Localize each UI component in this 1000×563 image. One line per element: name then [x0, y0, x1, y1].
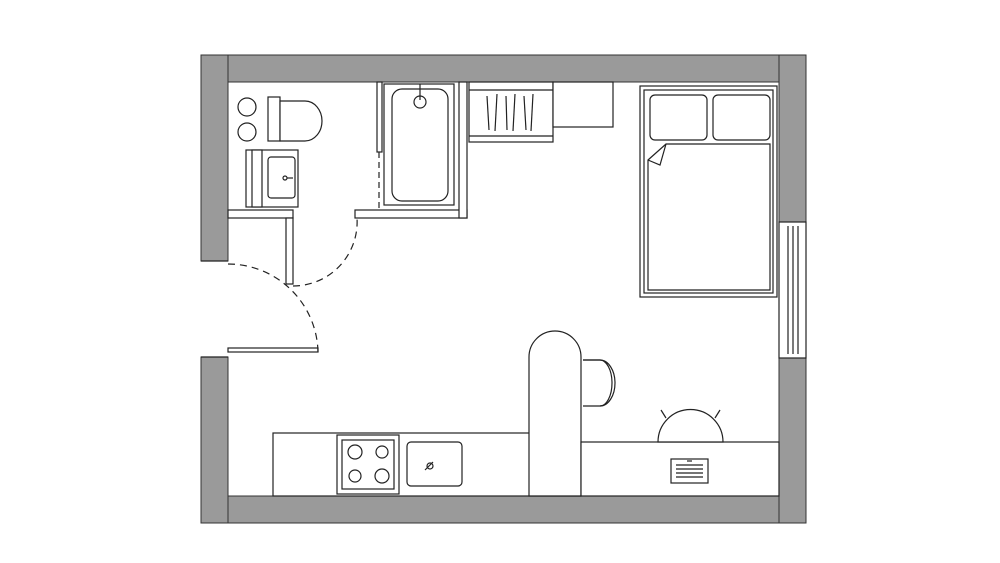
- wall-top: [200, 54, 807, 83]
- hall-partition: [285, 217, 294, 285]
- wall-bottom: [200, 495, 807, 524]
- bathroom-door-icon: [292, 217, 358, 287]
- bar-counter-icon: [528, 330, 582, 497]
- walls: [200, 54, 807, 524]
- entrance-door-icon: [201, 260, 319, 358]
- pillow-icon: [649, 94, 708, 141]
- kitchen-sink-icon: [406, 441, 463, 487]
- bath-divider: [376, 81, 383, 153]
- chair-icon: [657, 408, 724, 443]
- bathroom-wall-bottom-right: [354, 209, 468, 219]
- bed-icon: [639, 85, 778, 298]
- shelf-icon: [237, 97, 257, 142]
- wall-left-lower: [200, 356, 229, 524]
- wardrobe-icon: [468, 81, 614, 143]
- laptop-icon: [670, 458, 709, 484]
- window-icon: [778, 221, 807, 359]
- bathroom-wall-bottom: [227, 209, 294, 219]
- wall-right-lower: [778, 357, 807, 524]
- wall-left-upper: [200, 54, 229, 262]
- pillow-icon: [712, 94, 771, 141]
- chair-icon: [583, 359, 616, 407]
- sink-icon: [245, 149, 299, 208]
- bathtub-icon: [383, 83, 455, 206]
- wall-right-upper: [778, 54, 807, 223]
- bathroom-wall-right: [458, 81, 468, 219]
- partitions: [227, 81, 468, 285]
- toilet-icon: [267, 96, 323, 142]
- stove-icon: [336, 434, 400, 495]
